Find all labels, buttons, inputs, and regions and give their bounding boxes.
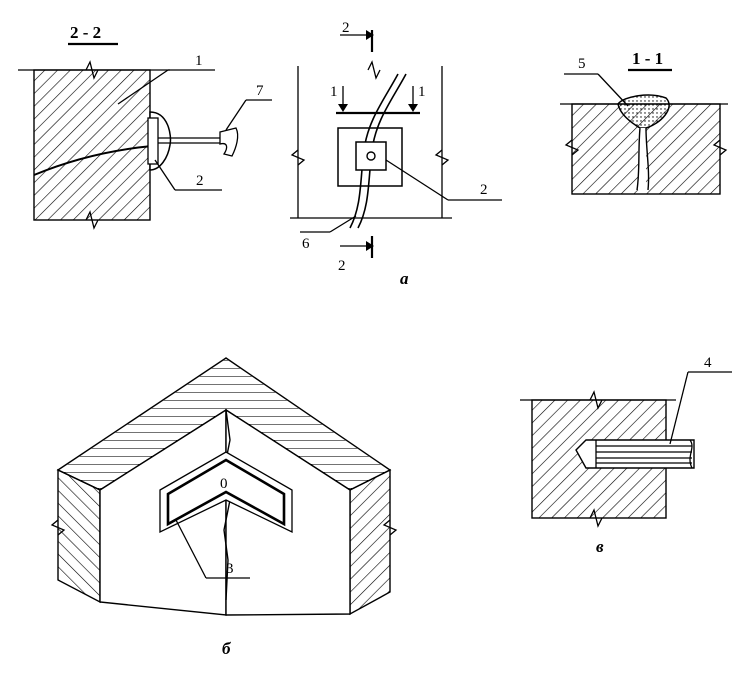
arrowhead-1b	[408, 104, 418, 112]
label-2-mid: 2	[480, 182, 488, 198]
section-1-1-title: 1 - 1	[632, 49, 663, 68]
caption-a: а	[400, 269, 409, 288]
wall-body	[33, 69, 151, 221]
beacon-hole	[366, 151, 376, 161]
leader-7	[225, 99, 247, 131]
section-mark-2-bottom: 2	[338, 258, 346, 274]
label-0: 0	[220, 476, 228, 492]
anchor-break	[689, 439, 693, 469]
leader-5	[597, 73, 629, 107]
leader-2-mid	[385, 159, 449, 201]
tag-element-7	[219, 127, 239, 157]
right-wall-end	[349, 468, 391, 616]
drilled-hole	[575, 439, 695, 469]
left-wall-end	[57, 468, 101, 604]
leader-3	[175, 519, 207, 579]
arrowhead-1a	[338, 104, 348, 112]
break-b-right	[382, 519, 398, 536]
label-1: 1	[195, 53, 203, 69]
view-v: 4 в	[520, 355, 732, 556]
crack-1-1-right	[645, 127, 650, 191]
crack-line	[33, 145, 153, 176]
label-4: 4	[704, 355, 712, 371]
section-mark-1-a: 1	[330, 84, 338, 100]
arrowhead-top	[366, 30, 374, 40]
view-b: 0 3 б	[50, 357, 398, 658]
break-mark-bottom	[85, 210, 99, 230]
break-mark-top	[85, 60, 99, 80]
crack-1-1-left	[636, 127, 641, 191]
leader-6	[329, 215, 357, 233]
label-7: 7	[256, 83, 264, 99]
beacon-plate	[147, 117, 159, 165]
break-v-bottom	[589, 508, 603, 528]
break-b-left	[50, 519, 66, 536]
arrowhead-bottom	[366, 241, 374, 251]
break-left-1-1	[564, 139, 580, 156]
caption-b: б	[222, 639, 232, 658]
gypsum-beacon	[617, 94, 670, 129]
break-right	[434, 149, 450, 166]
section-2-2: 2 - 2 1 7 2	[18, 23, 272, 230]
section-mark-2-top: 2	[342, 20, 350, 36]
label-3: 3	[226, 561, 234, 577]
angle-beacon-plate	[166, 458, 286, 527]
section-mark-1-b: 1	[418, 84, 426, 100]
leader-4	[669, 371, 689, 445]
break-top	[367, 60, 381, 80]
label-6: 6	[302, 236, 310, 252]
label-5: 5	[578, 56, 586, 72]
crack-gap	[638, 128, 646, 190]
break-right-1-1	[712, 139, 728, 156]
break-left	[290, 149, 306, 166]
leader-2-left	[154, 159, 176, 191]
section-2-2-title: 2 - 2	[70, 23, 101, 42]
caption-v: в	[596, 537, 604, 556]
section-1-1: 1 - 1 5	[560, 49, 728, 195]
view-a: 2 2 1 1 2 6	[290, 20, 502, 288]
leader-1	[117, 69, 169, 105]
label-2-left: 2	[196, 173, 204, 189]
break-v-top	[589, 390, 603, 410]
